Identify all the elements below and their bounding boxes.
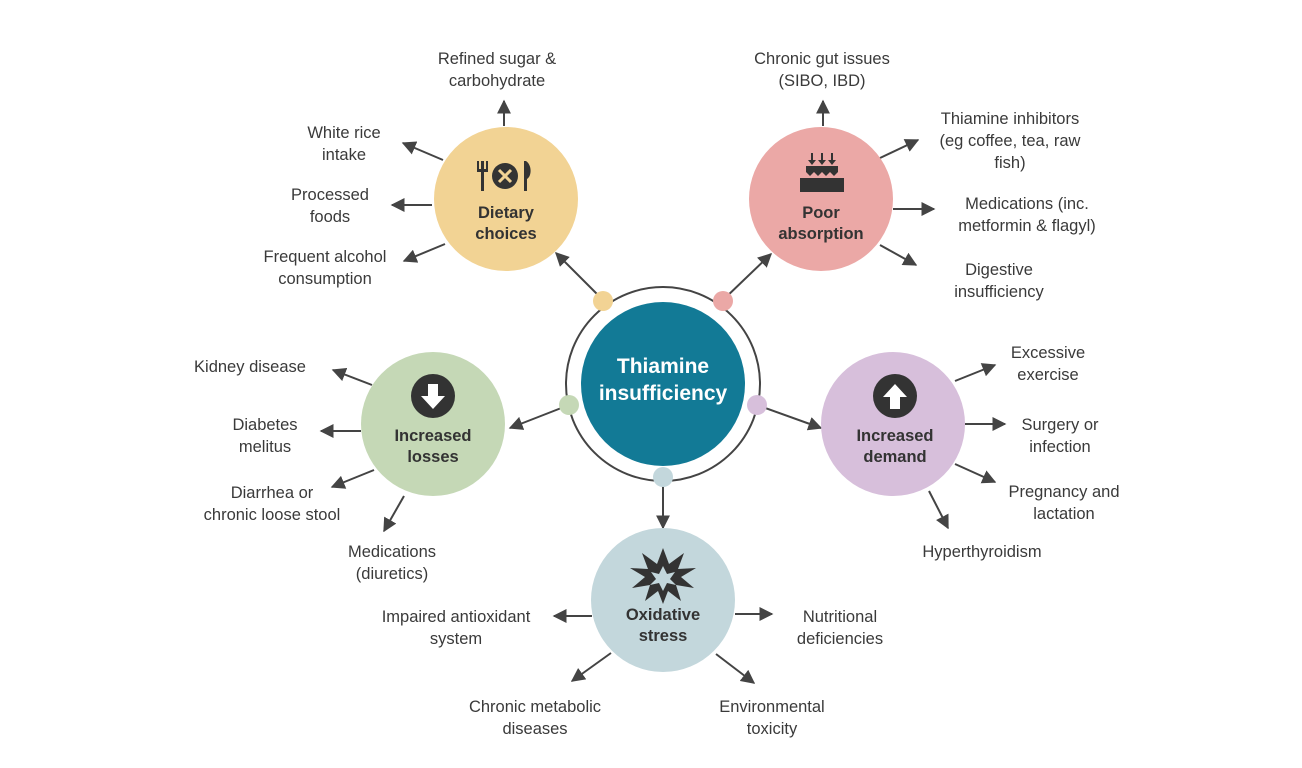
absorption-label-digestive: Digestive insufficiency	[954, 261, 1044, 301]
burst-icon	[630, 548, 696, 604]
oxidative-label-antioxidant: Impaired antioxidant system	[381, 608, 531, 648]
oxidative-label-nutritional: Nutritional deficiencies	[796, 608, 884, 648]
node-dietary-circle	[434, 127, 578, 271]
dietary-label-white-rice: White rice intake	[307, 124, 381, 164]
connector-losses	[508, 404, 570, 430]
demand-label-pregnancy: Pregnancy and lactation	[1008, 483, 1120, 523]
dietary-label-processed-foods: Processed foods	[291, 186, 369, 226]
arrow-demand-3	[928, 490, 949, 530]
demand-label-exercise: Excessive exercise	[1010, 344, 1086, 384]
losses-label-kidney: Kidney disease	[194, 358, 306, 376]
node-losses-title: Increased losses	[394, 427, 472, 466]
node-oxidative-title: Oxidative stress	[625, 606, 701, 645]
connector-dietary	[555, 252, 604, 301]
demand-label-hyperthyroidism: Hyperthyroidism	[922, 543, 1042, 561]
connector-absorption	[722, 253, 773, 301]
absorption-arrows-icon	[800, 153, 844, 192]
ring-dot-demand	[747, 395, 767, 415]
node-dietary-title: Dietary choices	[475, 204, 537, 243]
arrow-dietary-3	[402, 243, 446, 263]
connector-demand	[756, 404, 823, 431]
down-arrow-circle-icon	[411, 374, 455, 418]
node-demand-circle	[821, 352, 965, 496]
losses-label-diuretics: Medications (diuretics)	[347, 543, 437, 583]
ring-dot-oxidative	[653, 467, 673, 487]
node-absorption-circle	[749, 127, 893, 271]
arrow-losses-0	[331, 367, 373, 386]
center-circle	[581, 302, 745, 466]
demand-label-surgery: Surgery or infection	[1021, 416, 1099, 456]
arrow-demand-0	[954, 363, 997, 382]
ring-dot-dietary	[593, 291, 613, 311]
plate-cutlery-x-icon	[477, 161, 531, 191]
dietary-label-alcohol: Frequent alcohol consumption	[263, 248, 387, 288]
node-demand-title: Increased demand	[856, 427, 934, 466]
outer-arrows	[319, 99, 1007, 684]
oxidative-label-metabolic: Chronic metabolic diseases	[468, 698, 602, 738]
ring-dot-losses	[559, 395, 579, 415]
dietary-label-refined-sugar: Refined sugar & carbohydrate	[437, 50, 557, 90]
arrow-demand-2	[954, 463, 997, 484]
node-absorption-title: Poor absorption	[778, 204, 864, 243]
arrow-absorption-1	[879, 139, 920, 159]
losses-label-diabetes: Diabetes melitus	[232, 416, 298, 456]
arrow-losses-3	[383, 495, 405, 533]
absorption-label-medications: Medications (inc. metformin & flagyl)	[958, 195, 1096, 235]
arrow-oxidative-3	[715, 653, 756, 684]
arrow-losses-2	[330, 469, 375, 489]
node-losses-circle	[361, 352, 505, 496]
up-arrow-circle-icon	[873, 374, 917, 418]
center-title: Thiamine insufficiency	[598, 355, 728, 405]
losses-label-diarrhea: Diarrhea or chronic loose stool	[203, 484, 341, 524]
arrow-dietary-1	[401, 141, 444, 161]
oxidative-label-toxicity: Environmental toxicity	[719, 698, 825, 738]
absorption-label-gut-issues: Chronic gut issues (SIBO, IBD)	[754, 50, 890, 90]
arrow-oxidative-2	[570, 652, 612, 682]
ring-dot-absorption	[713, 291, 733, 311]
absorption-label-inhibitors: Thiamine inhibitors (eg coffee, tea, raw…	[939, 110, 1081, 172]
arrow-absorption-3	[879, 244, 918, 266]
